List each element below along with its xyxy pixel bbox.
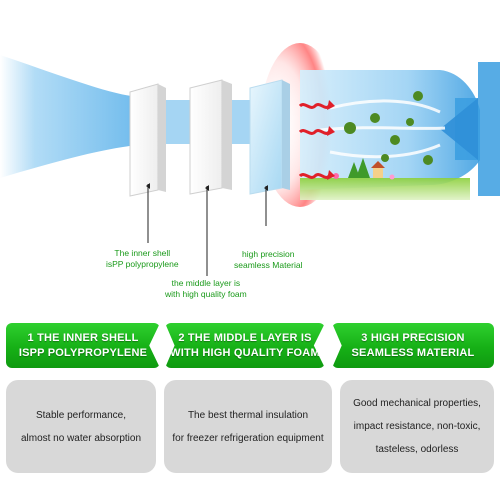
card-inner-shell: Stable performance, almost no water abso…: [6, 380, 156, 473]
callout-middle-layer: the middle layer is with high quality fo…: [165, 278, 247, 300]
banner-precision: 3 HIGH PRECISION SEAMLESS MATERIAL: [332, 323, 494, 368]
card-middle-layer: The best thermal insulation for freezer …: [164, 380, 332, 473]
leader-lines: [147, 184, 267, 276]
banner-inner-shell-line1: 1 THE INNER SHELL: [27, 331, 139, 344]
card-precision: Good mechanical properties, impact resis…: [340, 380, 494, 473]
banner-inner-shell: 1 THE INNER SHELL ISPP POLYPROPYLENE: [6, 323, 160, 368]
grass-strip: [300, 178, 470, 200]
tree-icon: [348, 158, 370, 178]
house-icon: [373, 168, 383, 178]
card-inner-shell-line2: almost no water absorption: [20, 432, 142, 444]
card-middle-layer-line2: for freezer refrigeration equipment: [172, 432, 324, 444]
card-middle-layer-line1: The best thermal insulation: [187, 409, 309, 421]
airflow-right: [300, 70, 480, 190]
callout-middle-layer-line2: with high quality foam: [165, 289, 247, 299]
callout-precision: high precision seamless Material: [234, 249, 303, 271]
callout-inner-shell-line2: isPP polypropylene: [106, 259, 179, 269]
banner-precision-line1: 3 HIGH PRECISION: [361, 331, 465, 344]
banner-middle-layer-line2: WITH HIGH QUALITY FOAM: [170, 346, 320, 359]
card-precision-line3: tasteless, odorless: [375, 444, 459, 455]
callout-inner-shell: The inner shell isPP polypropylene: [106, 248, 179, 270]
panel-precision-material: [249, 79, 290, 195]
airflow-left: [0, 55, 140, 178]
bacteria-icon: [344, 91, 433, 165]
banner-middle-layer: 2 THE MIDDLE LAYER IS WITH HIGH QUALITY …: [165, 323, 325, 368]
callout-precision-line1: high precision: [242, 249, 295, 259]
banner-precision-line2: SEAMLESS MATERIAL: [351, 346, 475, 359]
streamlines: [319, 99, 446, 159]
callout-middle-layer-line1: the middle layer is: [171, 278, 241, 288]
card-precision-line2: impact resistance, non-toxic,: [353, 421, 481, 432]
layer-diagram: [0, 43, 500, 276]
card-precision-line1: Good mechanical properties,: [353, 398, 481, 409]
banner-middle-layer-line1: 2 THE MIDDLE LAYER IS: [178, 331, 312, 344]
callout-inner-shell-line1: The inner shell: [114, 248, 171, 258]
callout-precision-line2: seamless Material: [234, 260, 303, 270]
banner-inner-shell-line2: ISPP POLYPROPYLENE: [18, 346, 148, 359]
panel-inner-shell: [129, 83, 166, 197]
card-inner-shell-line1: Stable performance,: [35, 409, 127, 421]
panel-middle-layer: [189, 79, 232, 195]
heat-arrow-icon: [298, 103, 331, 179]
